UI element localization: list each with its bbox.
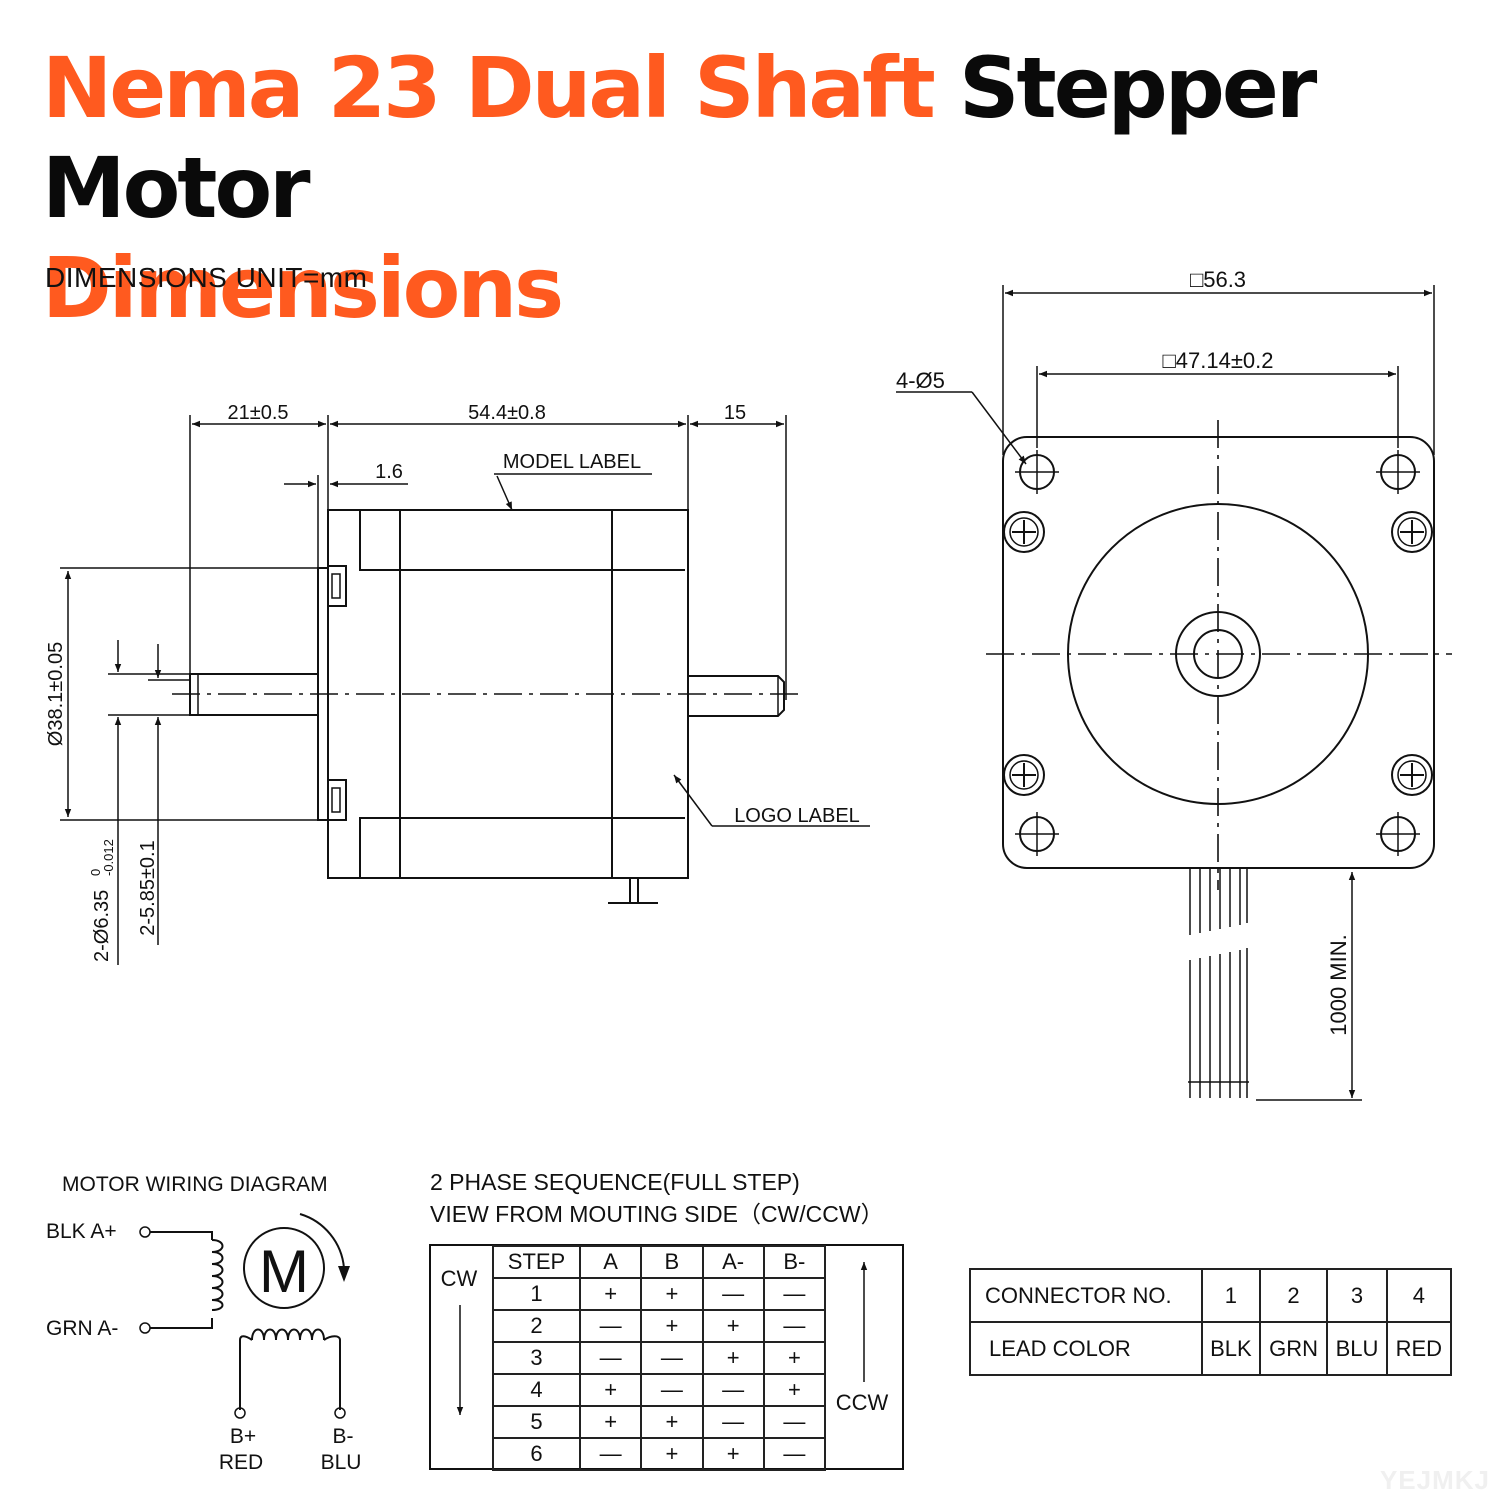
- table-cell: +: [578, 1277, 643, 1311]
- title-black-part: Stepper Motor: [42, 39, 1317, 237]
- wiring-title: MOTOR WIRING DIAGRAM: [62, 1173, 328, 1196]
- connector-number-row: CONNECTOR NO. 1 2 3 4: [969, 1268, 1453, 1323]
- dim-hole-spacing: □47.14±0.2: [1163, 348, 1274, 373]
- table-cell: +: [640, 1277, 704, 1311]
- table-cell: —: [640, 1373, 704, 1407]
- table-cell: +: [762, 1373, 827, 1407]
- dim-flange: 1.6: [375, 461, 403, 483]
- sequence-title-2: VIEW FROM MOUTING SIDE（CW/CCW）: [430, 1201, 884, 1227]
- table-cell: —: [578, 1309, 643, 1343]
- front-view: □56.3 □47.14±0.2 4-Ø5: [896, 267, 1452, 1101]
- table-cell: +: [762, 1341, 827, 1375]
- title-line-2: Dimensions: [42, 239, 564, 337]
- table-header-row: STEP A B A- B-: [492, 1245, 827, 1279]
- table-row: 6 — + + —: [492, 1437, 827, 1471]
- step-cell: 5: [492, 1405, 581, 1439]
- table-row: 5 + + — —: [492, 1405, 827, 1439]
- watermark: YEJMKJ: [1379, 1465, 1490, 1495]
- screws: [1003, 511, 1433, 796]
- title-line-1: Nema 23 Dual Shaft Stepper Motor: [42, 38, 1500, 238]
- table-cell: —: [762, 1437, 827, 1471]
- table-cell: +: [701, 1341, 765, 1375]
- wire-a-plus-label: BLK A+: [46, 1220, 117, 1243]
- table-row: 3 — — + +: [492, 1341, 827, 1375]
- dim-holes: 4-Ø5: [896, 368, 945, 393]
- wire-a-minus-label: GRN A-: [46, 1317, 118, 1340]
- wire-b-plus-label: B+: [230, 1425, 256, 1448]
- table-cell: —: [701, 1405, 765, 1439]
- step-cell: 3: [492, 1341, 581, 1375]
- dim-shaft-diameter: 2-Ø6.35 0 -0.012: [88, 839, 116, 962]
- phase-sequence-table: STEP A B A- B- 1 + + — — 2 — + + — 3 — —…: [492, 1245, 827, 1471]
- svg-text:2-Ø6.35: 2-Ø6.35: [91, 890, 113, 962]
- table-cell: —: [762, 1277, 827, 1311]
- wire-b-minus-color: BLU: [321, 1451, 362, 1474]
- lead-color: RED: [1385, 1321, 1453, 1376]
- svg-text:-0.012: -0.012: [101, 839, 116, 876]
- step-cell: 6: [492, 1437, 581, 1471]
- table-cell: +: [701, 1437, 765, 1471]
- cw-label: CW: [441, 1266, 478, 1291]
- dim-shaft-front: 21±0.5: [227, 402, 288, 424]
- dim-body-length: 54.4±0.8: [468, 402, 546, 424]
- table-cell: —: [762, 1405, 827, 1439]
- lead-color: BLK: [1201, 1321, 1261, 1376]
- dim-shaft-rear: 15: [724, 402, 746, 424]
- table-cell: —: [640, 1341, 704, 1375]
- header-b-minus: B-: [762, 1245, 827, 1279]
- motor-symbol: [243, 1227, 325, 1309]
- units-note: DIMENSIONS UNIT=mm: [45, 262, 368, 293]
- table-cell: +: [640, 1309, 704, 1343]
- table-cell: +: [701, 1309, 765, 1343]
- table-cell: —: [578, 1341, 643, 1375]
- page-title: Nema 23 Dual Shaft Stepper Motor Dimensi…: [42, 38, 1500, 338]
- mounting-holes: [1015, 450, 1420, 856]
- dim-lead-length: 1000 MIN.: [1326, 934, 1351, 1036]
- connector-number: 1: [1201, 1268, 1261, 1323]
- step-cell: 2: [492, 1309, 581, 1343]
- connector-table: CONNECTOR NO. 1 2 3 4 LEAD COLOR BLK GRN…: [969, 1268, 1453, 1376]
- dim-boss-diameter: Ø38.1±0.05: [45, 642, 67, 746]
- dim-square: □56.3: [1190, 267, 1246, 292]
- logo-label-text: LOGO LABEL: [734, 805, 860, 827]
- table-cell: —: [762, 1309, 827, 1343]
- side-view: 21±0.5 54.4±0.8 15 1.6 MODEL LABEL: [45, 402, 870, 965]
- step-cell: 4: [492, 1373, 581, 1407]
- header-a-minus: A-: [701, 1245, 765, 1279]
- motor-letter: M: [259, 1238, 309, 1305]
- lead-color: BLU: [1326, 1321, 1388, 1376]
- table-row: 1 + + — —: [492, 1277, 827, 1311]
- dim-shaft-flat: 2-5.85±0.1: [137, 840, 159, 936]
- table-cell: —: [701, 1277, 765, 1311]
- table-row: 2 — + + —: [492, 1309, 827, 1343]
- lead-color-row: LEAD COLOR BLK GRN BLU RED: [969, 1321, 1453, 1376]
- title-orange-part: Nema 23 Dual Shaft: [42, 39, 936, 137]
- connector-label: CONNECTOR NO.: [969, 1268, 1203, 1323]
- connector-number: 2: [1258, 1268, 1329, 1323]
- header-a: A: [578, 1245, 643, 1279]
- table-cell: —: [701, 1373, 765, 1407]
- connector-number: 3: [1326, 1268, 1388, 1323]
- wire-b-plus-color: RED: [219, 1451, 263, 1474]
- lead-color-label: LEAD COLOR: [969, 1321, 1203, 1376]
- table-cell: —: [578, 1437, 643, 1471]
- header-step: STEP: [492, 1245, 581, 1279]
- svg-text:0: 0: [88, 869, 103, 876]
- table-cell: +: [578, 1405, 643, 1439]
- wiring-diagram: MOTOR WIRING DIAGRAM BLK A+ GRN A- M B+ …: [46, 1173, 361, 1474]
- sequence-title-1: 2 PHASE SEQUENCE(FULL STEP): [430, 1169, 800, 1195]
- wire-b-minus-label: B-: [333, 1425, 354, 1448]
- lead-wires: [1188, 868, 1249, 1098]
- table-cell: +: [640, 1405, 704, 1439]
- header-b: B: [640, 1245, 704, 1279]
- connector-number: 4: [1385, 1268, 1453, 1323]
- table-cell: +: [640, 1437, 704, 1471]
- table-row: 4 + — — +: [492, 1373, 827, 1407]
- table-cell: +: [578, 1373, 643, 1407]
- model-label-text: MODEL LABEL: [503, 451, 641, 473]
- lead-color: GRN: [1258, 1321, 1329, 1376]
- ccw-label: CCW: [836, 1390, 889, 1415]
- step-cell: 1: [492, 1277, 581, 1311]
